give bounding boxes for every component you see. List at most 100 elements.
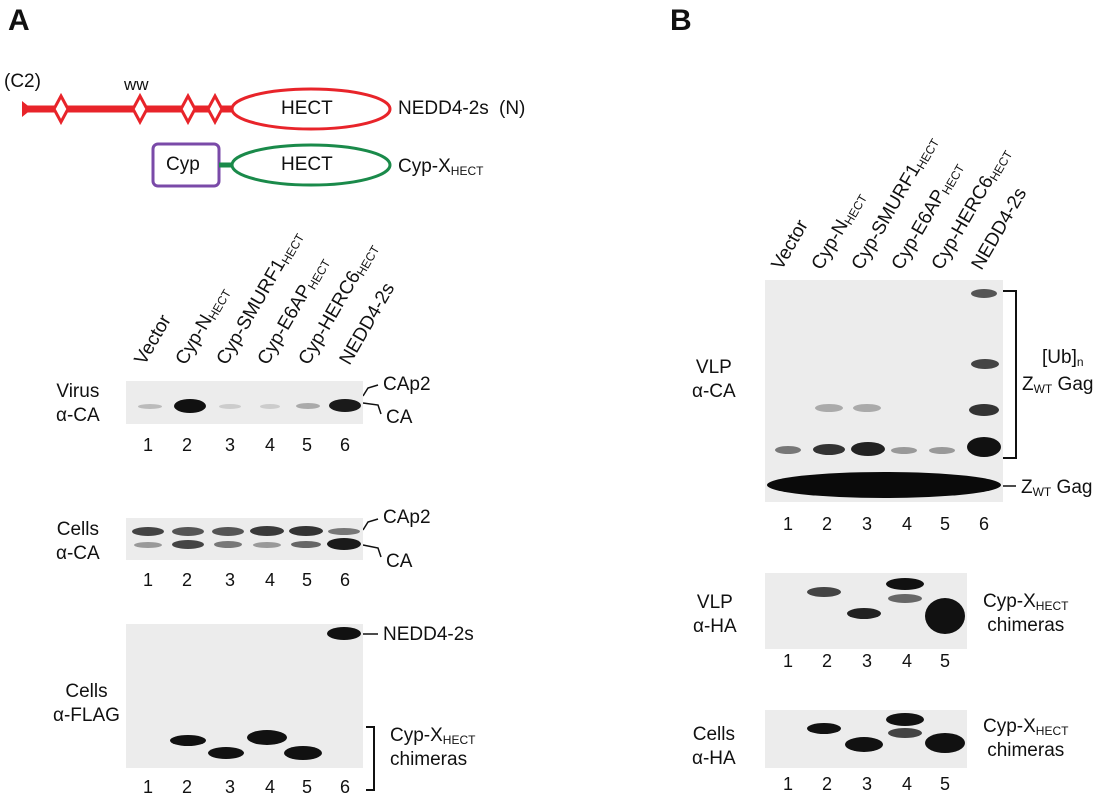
a2-upper-5 (289, 526, 323, 536)
a2-lower-6 (327, 538, 361, 550)
a3-lane-1: 1 (143, 777, 154, 797)
hect-label: HECT (281, 98, 333, 119)
ww-domain-2 (131, 92, 149, 126)
ww-domain-4 (206, 92, 224, 126)
a1-cap2-pointer (362, 384, 379, 397)
a3-chimera-label-2: chimeras (390, 749, 468, 770)
nedd4-abbrev: (N) (499, 98, 526, 119)
a2-lane-4: 4 (265, 570, 276, 590)
a1-lane-5: 5 (302, 435, 313, 455)
b1-ub-ladder-3 (853, 404, 881, 412)
a3-band-5 (284, 746, 322, 760)
a2-lane-3: 3 (225, 570, 236, 590)
b3-lane-1: 1 (783, 774, 794, 794)
a1-band-4 (260, 404, 280, 409)
a1-blot (126, 381, 363, 424)
b1-lane-3: 3 (862, 514, 873, 534)
b1-gag-band (767, 472, 1001, 498)
panel-a-label: A (8, 4, 30, 37)
b1-lane-5: 5 (940, 514, 951, 534)
b2-band-4b (888, 594, 922, 603)
b2-blot (765, 573, 967, 649)
a2-lane-6: 6 (340, 570, 351, 590)
b1-ub-ladder-6b (971, 359, 999, 369)
a2-ca-pointer (362, 544, 382, 558)
a3-nedd4-label: NEDD4-2s (383, 624, 474, 645)
a3-band-2 (170, 735, 206, 746)
chimera-hect-domain (230, 143, 392, 187)
hect2-label: HECT (281, 154, 333, 175)
a1-ca-pointer (362, 402, 382, 415)
b2-lane-1: 1 (783, 651, 794, 671)
a1-cap2-label: CAp2 (383, 374, 431, 395)
b3-lane-4: 4 (902, 774, 913, 794)
a2-lower-3 (214, 541, 242, 548)
b1-lane-1: 1 (783, 514, 794, 534)
a3-lane-4: 4 (265, 777, 276, 797)
b3-band-5 (925, 733, 965, 753)
a2-upper-6 (328, 528, 360, 535)
a1-band-2 (174, 399, 206, 413)
b1-ub-band-6 (967, 437, 1001, 457)
a2-lane-5: 5 (302, 570, 313, 590)
b2-lane-3: 3 (862, 651, 873, 671)
a2-lower-2 (172, 540, 204, 549)
b3-band-4b (888, 728, 922, 738)
ww-domain-3 (179, 92, 197, 126)
ww-label: ww (124, 75, 149, 94)
a3-lane-5: 5 (302, 777, 313, 797)
a3-chimera-bracket (366, 726, 375, 791)
nedd4-hect-domain (230, 87, 392, 131)
b2-band-5 (925, 598, 965, 634)
b2-lane-5: 5 (940, 651, 951, 671)
a1-band-5 (296, 403, 320, 409)
b3-band-2 (807, 723, 841, 734)
b1-ub-bracket (1003, 290, 1017, 459)
b1-ub-ladder-2 (815, 404, 843, 412)
b1-blot (765, 280, 1003, 502)
b2-band-3 (847, 608, 881, 619)
a2-upper-4 (250, 526, 284, 536)
a2-upper-1 (132, 527, 164, 536)
b1-lane-2: 2 (822, 514, 833, 534)
a3-band-3 (208, 747, 244, 759)
a1-lane-4: 4 (265, 435, 276, 455)
b3-lane-5: 5 (940, 774, 951, 794)
b3-band-3 (845, 737, 883, 752)
c2-domain-marker (22, 101, 32, 117)
a1-lane-3: 3 (225, 435, 236, 455)
b3-lane-3: 3 (862, 774, 873, 794)
a2-upper-2 (172, 527, 204, 536)
a2-cap2-label: CAp2 (383, 507, 431, 528)
b1-ub-ladder-6a (969, 404, 999, 416)
a3-lane-2: 2 (182, 777, 193, 797)
b2-lane-4: 4 (902, 651, 913, 671)
a2-cap2-pointer (362, 518, 379, 531)
a1-ca-label: CA (386, 407, 413, 428)
b1-ub-band-4 (891, 447, 917, 454)
a1-band-6 (329, 399, 361, 412)
a2-lane-1: 1 (143, 570, 154, 590)
a1-lane-2: 2 (182, 435, 193, 455)
b3-band-4a (886, 713, 924, 726)
panel-b-label: B (670, 4, 692, 37)
b2-band-2 (807, 587, 841, 597)
a2-lane-2: 2 (182, 570, 193, 590)
b1-zwt-gag-label: ZWT Gag (1022, 374, 1094, 396)
b1-lane-4: 4 (902, 514, 913, 534)
a3-lane-6: 6 (340, 777, 351, 797)
a1-lane-1: 1 (143, 435, 154, 455)
b2-band-4a (886, 578, 924, 590)
a3-band-4 (247, 730, 287, 745)
b1-lane-6: 6 (979, 514, 990, 534)
a3-nedd4-band (327, 627, 361, 640)
b1-ub-band-3 (851, 442, 885, 456)
